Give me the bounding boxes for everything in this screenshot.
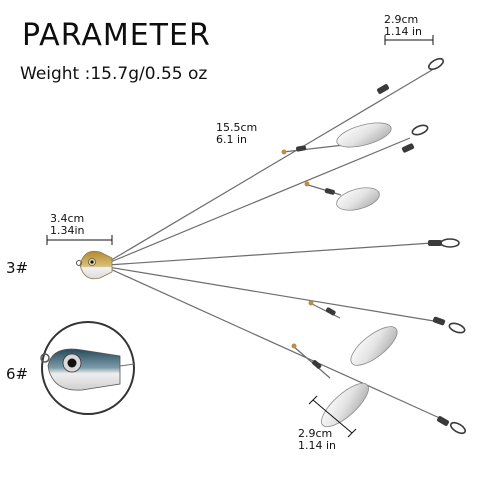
arm-length-in: 6.1 in — [216, 133, 248, 146]
bead-2 — [304, 181, 310, 187]
wire-sub-arm-4 — [292, 345, 331, 379]
snap-3 — [440, 238, 460, 248]
bead-4 — [291, 343, 297, 349]
blades — [321, 122, 398, 428]
snap-4 — [448, 322, 466, 334]
page-title: PARAMETER — [22, 18, 211, 53]
swivel-4 — [432, 316, 446, 326]
jig-head-3 — [76, 250, 113, 280]
jig-head-6-line-tie — [40, 353, 50, 363]
head-measurement: 3.4cm 1.34in — [50, 213, 85, 237]
zoom-jig-head-6 — [40, 321, 135, 415]
swivel-2 — [401, 143, 415, 153]
bottom-dimension-tick-bottom — [347, 428, 357, 438]
blade-1 — [336, 122, 392, 148]
swivels — [296, 84, 449, 426]
snaps — [411, 57, 467, 435]
swivel-8 — [325, 307, 336, 316]
arm-length-cm: 15.5cm — [216, 121, 258, 134]
head-cm: 3.4cm — [50, 212, 85, 225]
bead-1 — [281, 149, 287, 155]
wire-arms — [107, 69, 445, 421]
bottom-arm-cm: 2.9cm — [298, 427, 333, 440]
snap-5 — [449, 421, 467, 435]
swivel-7 — [324, 188, 335, 195]
wire-arm-3 — [107, 242, 433, 266]
wire-arm-4 — [107, 266, 441, 323]
blade-2 — [336, 187, 380, 211]
beads — [281, 149, 314, 349]
bead-3 — [308, 300, 314, 306]
swivel-3 — [428, 240, 442, 246]
model-6-label: 6# — [6, 365, 29, 383]
top-arm-in: 1.14 in — [384, 25, 423, 38]
wire-sub-arm-3 — [309, 302, 341, 319]
swivel-1 — [377, 84, 389, 94]
jig-head-3-line-tie — [76, 260, 82, 266]
jig-head-3-pupil — [90, 260, 94, 264]
wire-sub-arm-2 — [304, 183, 342, 196]
blade-3 — [350, 326, 398, 366]
jig-head-6-body — [47, 348, 121, 391]
bottom-dimension — [308, 395, 357, 438]
model-3-label: 3# — [6, 259, 29, 277]
snap-2 — [411, 124, 429, 136]
jig-head-6-wire — [119, 363, 135, 367]
top-arm-cm: 2.9cm — [384, 13, 419, 26]
top-dimension — [384, 35, 434, 45]
top-arm-measurement: 2.9cm 1.14 in — [384, 14, 422, 38]
bottom-arm-in: 1.14 in — [298, 439, 337, 452]
wire-arm-2 — [107, 137, 411, 264]
wire-sub-arm-1 — [282, 144, 345, 153]
arm-length-measurement: 15.5cm 6.1 in — [216, 122, 257, 146]
bottom-arm-measurement: 2.9cm 1.14 in — [298, 428, 336, 452]
head-dimension — [46, 235, 113, 245]
blade-4 — [321, 382, 369, 428]
snap-1 — [427, 57, 445, 71]
swivel-6 — [296, 145, 307, 152]
wire-arm-1 — [107, 69, 433, 263]
head-in: 1.34in — [50, 224, 85, 237]
bottom-dimension-line — [312, 399, 353, 434]
weight-label: Weight :15.7g/0.55 oz — [20, 64, 208, 84]
swivel-5 — [437, 416, 449, 426]
jig-head-3-body — [79, 250, 113, 280]
wire-arm-5 — [107, 267, 445, 421]
bottom-dimension-tick-top — [308, 395, 318, 405]
swivel-9 — [312, 360, 322, 369]
jig-head-6-pupil — [67, 358, 77, 368]
